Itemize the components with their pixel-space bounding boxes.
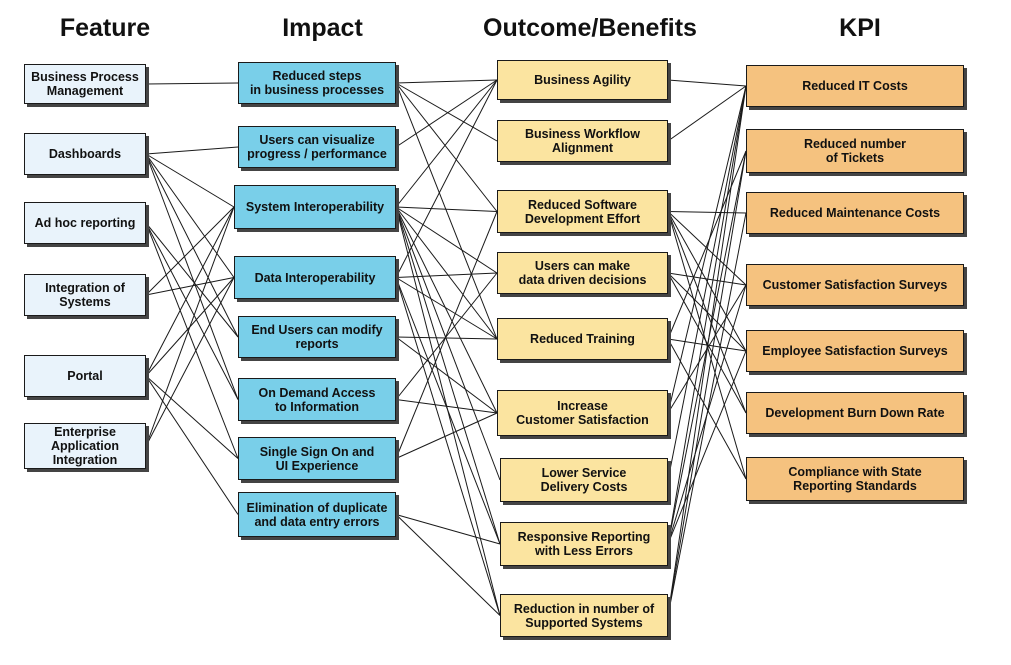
connector-o4-k6 xyxy=(667,272,747,414)
outcome-increase-customer-satisfaction: Increase Customer Satisfaction xyxy=(497,390,668,436)
connector-i6-o6 xyxy=(395,399,498,414)
outcome-reduction-supported-systems: Reduction in number of Supported Systems xyxy=(500,594,668,637)
connector-i2-o1 xyxy=(395,79,498,148)
outcome-data-driven-decisions: Users can make data driven decisions xyxy=(497,252,668,294)
connector-i3-o4 xyxy=(395,206,498,274)
feature-portal: Portal xyxy=(24,355,146,397)
connector-o8-k5 xyxy=(667,350,747,545)
connector-f2-i3 xyxy=(145,153,235,208)
connector-f5-i3 xyxy=(145,206,235,377)
connector-o5-k7 xyxy=(667,338,747,480)
connector-o9-k2 xyxy=(667,150,747,616)
connector-i4-o1 xyxy=(395,79,498,278)
impact-end-users-modify-reports: End Users can modify reports xyxy=(238,316,396,358)
connector-f2-i4 xyxy=(145,153,235,278)
connector-f4-i3 xyxy=(145,206,235,296)
connector-i7-o3 xyxy=(395,211,498,459)
connector-i3-o5 xyxy=(395,206,498,340)
connector-i1-o3 xyxy=(395,82,498,212)
connector-i3-o6 xyxy=(395,206,498,414)
header-feature: Feature xyxy=(59,14,151,42)
impact-elimination-duplicate: Elimination of duplicate and data entry … xyxy=(238,492,396,537)
connector-i5-o5 xyxy=(395,336,498,340)
outcome-responsive-reporting: Responsive Reporting with Less Errors xyxy=(500,522,668,566)
connector-o9-k1 xyxy=(667,85,747,616)
impact-data-interoperability: Data Interoperability xyxy=(234,256,396,299)
connector-i8-o8 xyxy=(395,514,501,545)
connector-i7-o6 xyxy=(395,412,498,459)
connector-f2-i5 xyxy=(145,153,239,338)
connector-f6-i4 xyxy=(145,277,235,447)
connector-i1-o1 xyxy=(395,79,498,84)
kpi-customer-satisfaction-surveys: Customer Satisfaction Surveys xyxy=(746,264,964,306)
connector-o7-k1 xyxy=(667,85,747,481)
outcome-lower-service-delivery-costs: Lower Service Delivery Costs xyxy=(500,458,668,502)
connector-i4-o4 xyxy=(395,272,498,278)
outcome-business-workflow-alignment: Business Workflow Alignment xyxy=(497,120,668,162)
kpi-reduced-maintenance-costs: Reduced Maintenance Costs xyxy=(746,192,964,234)
connector-f5-i8 xyxy=(145,375,239,515)
kpi-reduced-it-costs: Reduced IT Costs xyxy=(746,65,964,107)
connector-o4-k4 xyxy=(667,272,747,286)
outcome-business-agility: Business Agility xyxy=(497,60,668,100)
connector-o8-k1 xyxy=(667,85,747,545)
feature-ad-hoc-reporting: Ad hoc reporting xyxy=(24,202,146,244)
impact-on-demand-access: On Demand Access to Information xyxy=(238,378,396,421)
connector-f3-i7 xyxy=(145,222,239,459)
header-outcome: Outcome/Benefits xyxy=(483,14,697,42)
connector-o9-k3 xyxy=(667,212,747,616)
connector-i3-o3 xyxy=(395,206,498,212)
connector-f3-i6 xyxy=(145,222,239,400)
kpi-reduced-number-of-tickets: Reduced number of Tickets xyxy=(746,129,964,173)
feature-dashboards: Dashboards xyxy=(24,133,146,175)
connector-f6-i3 xyxy=(145,206,235,447)
connector-i4-o8 xyxy=(395,277,501,545)
impact-users-visualize: Users can visualize progress / performan… xyxy=(238,126,396,168)
connector-i3-o8 xyxy=(395,206,501,545)
connector-f2-i2 xyxy=(145,146,239,155)
connector-f3-i5 xyxy=(145,222,239,338)
outcome-reduced-training: Reduced Training xyxy=(497,318,668,360)
connector-i8-o9 xyxy=(395,514,501,616)
outcome-reduced-software-development-effort: Reduced Software Development Effort xyxy=(497,190,668,233)
connector-f1-i1 xyxy=(145,82,239,85)
header-impact: Impact xyxy=(282,14,363,42)
header-kpi: KPI xyxy=(839,14,881,42)
connector-i1-o5 xyxy=(395,82,498,340)
connector-i3-o1 xyxy=(395,79,498,208)
connector-o3-k3 xyxy=(667,211,747,214)
connector-o2-k1 xyxy=(667,85,747,142)
connector-i4-o5 xyxy=(395,277,498,340)
connector-f2-i6 xyxy=(145,153,239,400)
connector-f5-i7 xyxy=(145,375,239,459)
connector-i3-o7 xyxy=(395,206,501,481)
connector-i4-o9 xyxy=(395,277,501,616)
feature-enterprise-application-integration: Enterprise Application Integration xyxy=(24,423,146,469)
kpi-development-burn-down-rate: Development Burn Down Rate xyxy=(746,392,964,434)
connector-i1-o2 xyxy=(395,82,498,142)
kpi-compliance-state-reporting: Compliance with State Reporting Standard… xyxy=(746,457,964,501)
connector-o1-k1 xyxy=(667,79,747,87)
connector-o4-k5 xyxy=(667,272,747,352)
connector-f4-i4 xyxy=(145,277,235,296)
feature-integration-of-systems: Integration of Systems xyxy=(24,274,146,316)
impact-system-interoperability: System Interoperability xyxy=(234,185,396,229)
connector-o5-k2 xyxy=(667,150,747,340)
feature-business-process-management: Business Process Management xyxy=(24,64,146,104)
impact-single-sign-on: Single Sign On and UI Experience xyxy=(238,437,396,480)
impact-reduced-steps: Reduced steps in business processes xyxy=(238,62,396,104)
kpi-employee-satisfaction-surveys: Employee Satisfaction Surveys xyxy=(746,330,964,372)
connector-i5-o6 xyxy=(395,336,498,414)
connector-o6-k1 xyxy=(667,85,747,414)
